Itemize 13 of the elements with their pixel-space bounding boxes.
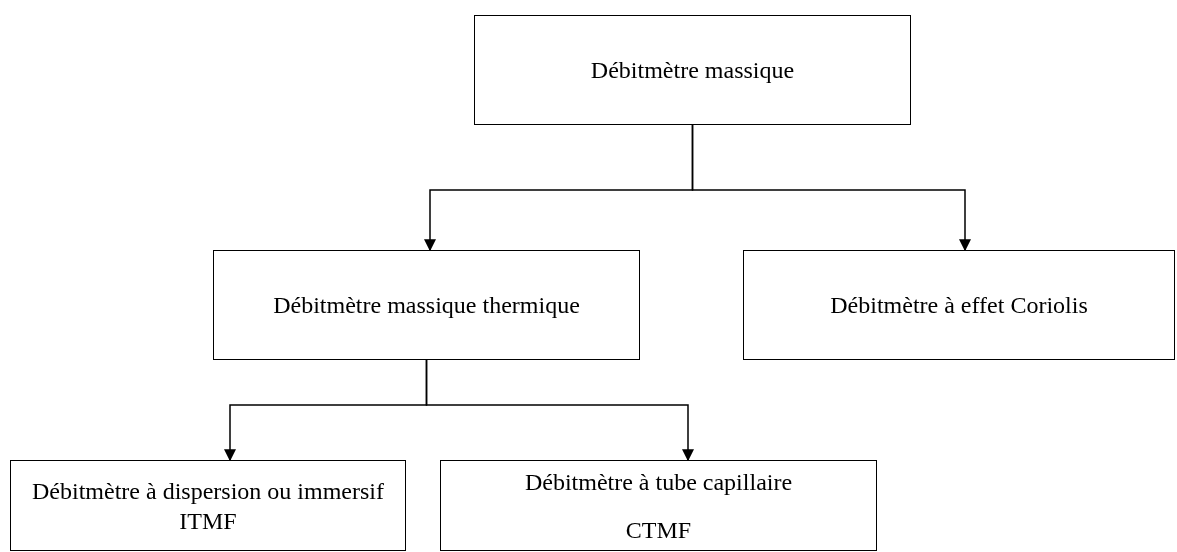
process-box <box>440 460 877 551</box>
node-label: Débitmètre à dispersion ou immersif ITMF <box>31 476 385 536</box>
node-label: Débitmètre à effet Coriolis <box>829 291 1089 320</box>
node-label: CTMF <box>624 515 693 545</box>
process-box <box>213 250 640 360</box>
arrow <box>425 359 694 462</box>
process-box <box>743 250 1175 360</box>
process-box <box>10 460 406 551</box>
node-label: Débitmètre à tube capillaire <box>523 467 794 497</box>
node-label: Débitmètre massique <box>589 56 796 85</box>
node-label: Débitmètre massique thermique <box>272 291 581 320</box>
process-box <box>474 15 911 125</box>
arrow <box>691 124 971 252</box>
